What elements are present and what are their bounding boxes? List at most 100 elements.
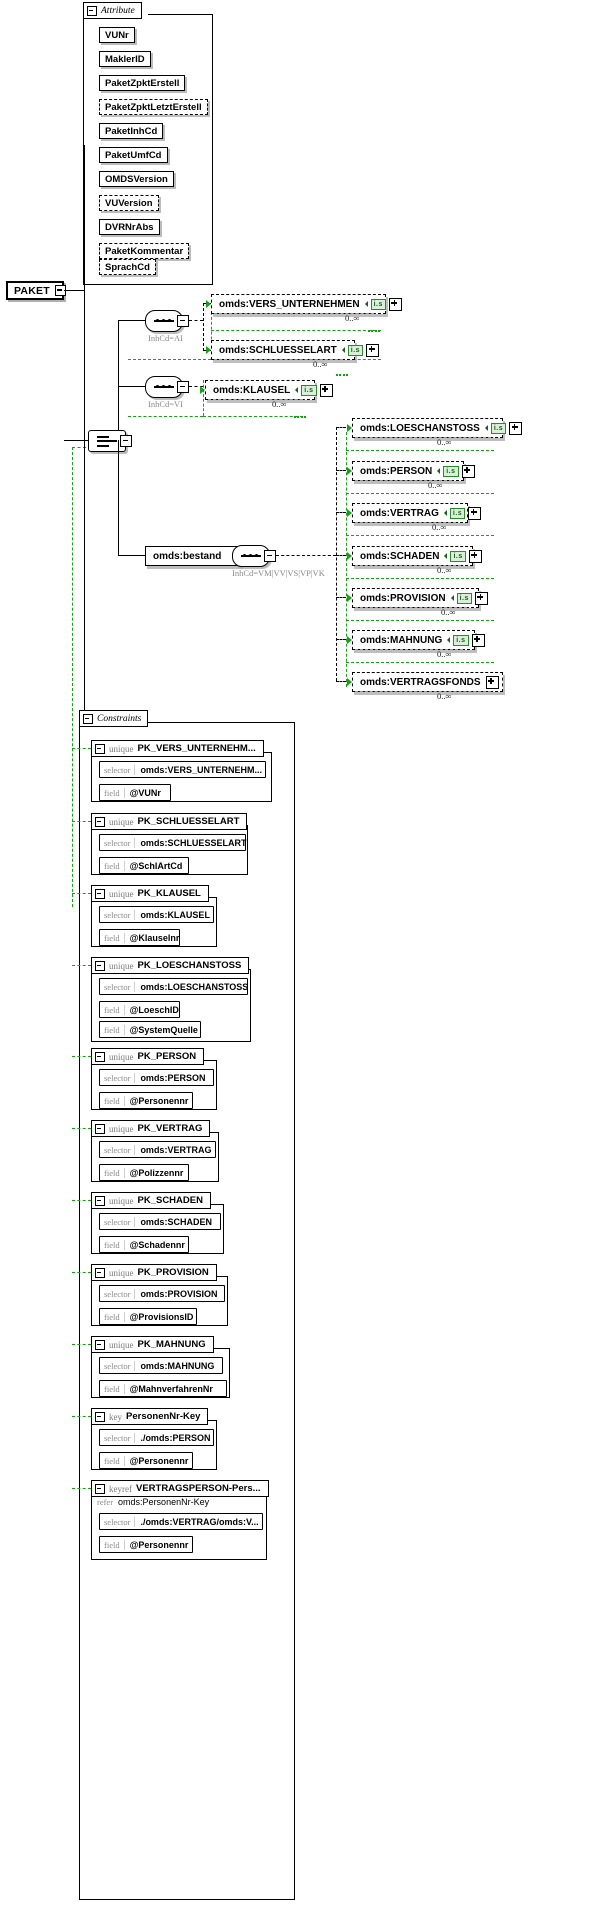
constraint-field-row[interactable]: field @MahnverfahrenNr	[99, 1380, 227, 1397]
constraints-group-tab[interactable]: Constraints	[79, 710, 149, 727]
minus-icon[interactable]	[87, 5, 97, 16]
attribute-paketinhcd[interactable]: PaketInhCd	[99, 123, 164, 139]
element-schluesselart[interactable]: omds:SCHLUESSELART i.s	[211, 340, 380, 360]
plus-icon[interactable]	[471, 633, 485, 647]
constraint-field-row[interactable]: field @Personennr	[99, 1536, 193, 1553]
ref-arrow-loesch	[347, 424, 352, 432]
attribute-group-tab[interactable]: Attribute	[83, 2, 142, 19]
choice-collapse-icon[interactable]	[120, 435, 132, 447]
constraint-header-pk-provision[interactable]: unique PK_PROVISION	[91, 1264, 217, 1281]
constraint-header-pk-loeschanstoss[interactable]: unique PK_LOESCHANSTOSS	[91, 957, 250, 974]
constraint-header-pk-person[interactable]: unique PK_PERSON	[91, 1048, 205, 1065]
constraint-selector-row[interactable]: selector omds:LOESCHANSTOSS	[99, 978, 248, 995]
constraint-field-row[interactable]: field @Personennr	[99, 1452, 193, 1469]
constraint-field-row[interactable]: field @Klauselnr	[99, 929, 180, 946]
constraint-selector-row[interactable]: selector omds:MAHNUNG	[99, 1357, 223, 1374]
plus-icon[interactable]	[485, 675, 499, 689]
minus-icon[interactable]	[95, 888, 105, 899]
compositor-sequence-ai[interactable]	[145, 310, 189, 332]
attribute-omdsversion[interactable]: OMDSVersion	[99, 171, 174, 187]
constraint-header-pk-vertrag[interactable]: unique PK_VERTRAG	[91, 1120, 211, 1137]
constraint-selector-row[interactable]: selector omds:VERS_UNTERNEHM...	[99, 761, 266, 778]
connector-bestand-to-person	[336, 470, 346, 471]
element-klausel[interactable]: omds:KLAUSEL i.s	[205, 380, 333, 400]
constraint-field-row[interactable]: field @SchlArtCd	[99, 857, 189, 874]
constraint-header-pk-schaden[interactable]: unique PK_SCHADEN	[91, 1192, 211, 1209]
constraint-header-personennr-key[interactable]: key PersonenNr-Key	[91, 1408, 209, 1425]
constraint-header-vertragsperson-keyref[interactable]: keyref VERTRAGSPERSON-Pers...	[91, 1480, 269, 1497]
constraint-name: PK_SCHLUESSELART	[137, 816, 240, 827]
constraint-field-row[interactable]: field @ProvisionsID	[99, 1308, 197, 1325]
element-vertragsfonds[interactable]: omds:VERTRAGSFONDS	[352, 672, 503, 692]
constraint-selector-row[interactable]: selector omds:SCHLUESSELART	[99, 834, 246, 851]
element-person[interactable]: omds:PERSON i.s	[352, 461, 475, 481]
compositor-sequence-vi[interactable]	[145, 376, 189, 398]
minus-icon[interactable]	[95, 1411, 105, 1422]
minus-icon[interactable]	[95, 1195, 105, 1206]
attribute-paketumfcd[interactable]: PaketUmfCd	[99, 147, 168, 163]
element-schaden[interactable]: omds:SCHADEN i.s	[352, 546, 482, 566]
constraint-header-pk-vers-unternehm[interactable]: unique PK_VERS_UNTERNEHM...	[91, 740, 264, 757]
constraint-selector-row[interactable]: selector omds:PROVISION	[99, 1285, 225, 1302]
constraint-selector-row[interactable]: selector omds:KLAUSEL	[99, 906, 214, 923]
element-vers-unternehmen[interactable]: omds:VERS_UNTERNEHMEN i.s	[211, 294, 402, 314]
ident-constraint-badge: i.s	[490, 422, 507, 434]
minus-icon[interactable]	[95, 816, 105, 827]
constraint-field-row[interactable]: field @LoeschID	[99, 1001, 180, 1018]
element-vertrag[interactable]: omds:VERTRAG i.s	[352, 503, 482, 523]
attribute-sprachcd[interactable]: SprachCd	[99, 259, 156, 275]
attribute-paketkommentar[interactable]: PaketKommentar	[99, 243, 190, 259]
attribute-dvrnrabs[interactable]: DVRNrAbs	[99, 219, 160, 235]
element-bestand[interactable]: omds:bestand	[145, 546, 241, 566]
constraint-header-pk-klausel[interactable]: unique PK_KLAUSEL	[91, 885, 209, 902]
field-value: @Polizzennr	[129, 1167, 184, 1178]
constraint-header-pk-schluesselart[interactable]: unique PK_SCHLUESSELART	[91, 813, 248, 830]
minus-icon[interactable]	[95, 1267, 105, 1278]
constraint-header-pk-mahnung[interactable]: unique PK_MAHNUNG	[91, 1336, 214, 1353]
attribute-vuversion[interactable]: VUVersion	[99, 195, 159, 211]
constraint-selector-row[interactable]: selector omds:VERTRAG	[99, 1141, 216, 1158]
sequence-collapse-icon[interactable]	[177, 315, 189, 327]
sequence-collapse-icon[interactable]	[264, 550, 276, 562]
constraint-selector-row[interactable]: selector ./omds:VERTRAG/omds:V...	[99, 1513, 263, 1530]
plus-icon[interactable]	[509, 421, 523, 435]
minus-icon[interactable]	[95, 1123, 105, 1134]
minus-icon[interactable]	[95, 743, 105, 754]
element-provision[interactable]: omds:PROVISION i.s	[352, 588, 488, 608]
attribute-paketzpktletzterstell[interactable]: PaketZpktLetztErstell	[99, 99, 208, 115]
reference-arrow-icon	[450, 595, 454, 601]
constraint-selector-row[interactable]: selector omds:PERSON	[99, 1069, 214, 1086]
compositor-choice-root[interactable]	[88, 430, 132, 452]
plus-icon[interactable]	[468, 506, 482, 520]
root-element-paket[interactable]: PAKET	[6, 281, 66, 300]
plus-icon[interactable]	[388, 297, 402, 311]
minus-icon[interactable]	[95, 1483, 105, 1494]
plus-icon[interactable]	[474, 591, 488, 605]
attribute-paketzpkterstell[interactable]: PaketZpktErstell	[99, 75, 186, 91]
element-label: omds:LOESCHANSTOSS	[360, 422, 480, 434]
sequence-collapse-icon[interactable]	[177, 381, 189, 393]
plus-icon[interactable]	[319, 383, 333, 397]
plus-icon[interactable]	[366, 343, 380, 357]
plus-icon[interactable]	[461, 464, 475, 478]
constraint-field-row[interactable]: field @VUNr	[99, 784, 171, 801]
ref-frame-ai-left	[211, 312, 212, 359]
minus-icon[interactable]	[95, 1339, 105, 1350]
ref-frame-root-top	[72, 447, 86, 448]
minus-icon[interactable]	[95, 1051, 105, 1062]
constraint-kind: unique	[109, 743, 134, 754]
plus-icon[interactable]	[468, 549, 482, 563]
constraint-selector-row[interactable]: selector omds:SCHADEN	[99, 1213, 221, 1230]
element-mahnung[interactable]: omds:MAHNUNG i.s	[352, 630, 485, 650]
minus-icon[interactable]	[95, 960, 105, 971]
attribute-maklerid[interactable]: MaklerID	[99, 51, 151, 67]
constraint-field-row[interactable]: field @SystemQuelle	[99, 1021, 201, 1038]
constraint-field-row[interactable]: field @Polizzennr	[99, 1164, 189, 1181]
constraint-field-row[interactable]: field @Personennr	[99, 1092, 193, 1109]
compositor-sequence-bestand[interactable]	[232, 545, 276, 567]
attribute-vunr[interactable]: VUNr	[99, 27, 135, 43]
element-loeschanstoss[interactable]: omds:LOESCHANSTOSS i.s	[352, 418, 523, 438]
constraint-selector-row[interactable]: selector ./omds:PERSON	[99, 1429, 214, 1446]
constraint-field-row[interactable]: field @Schadennr	[99, 1236, 189, 1253]
minus-icon[interactable]	[83, 713, 93, 724]
